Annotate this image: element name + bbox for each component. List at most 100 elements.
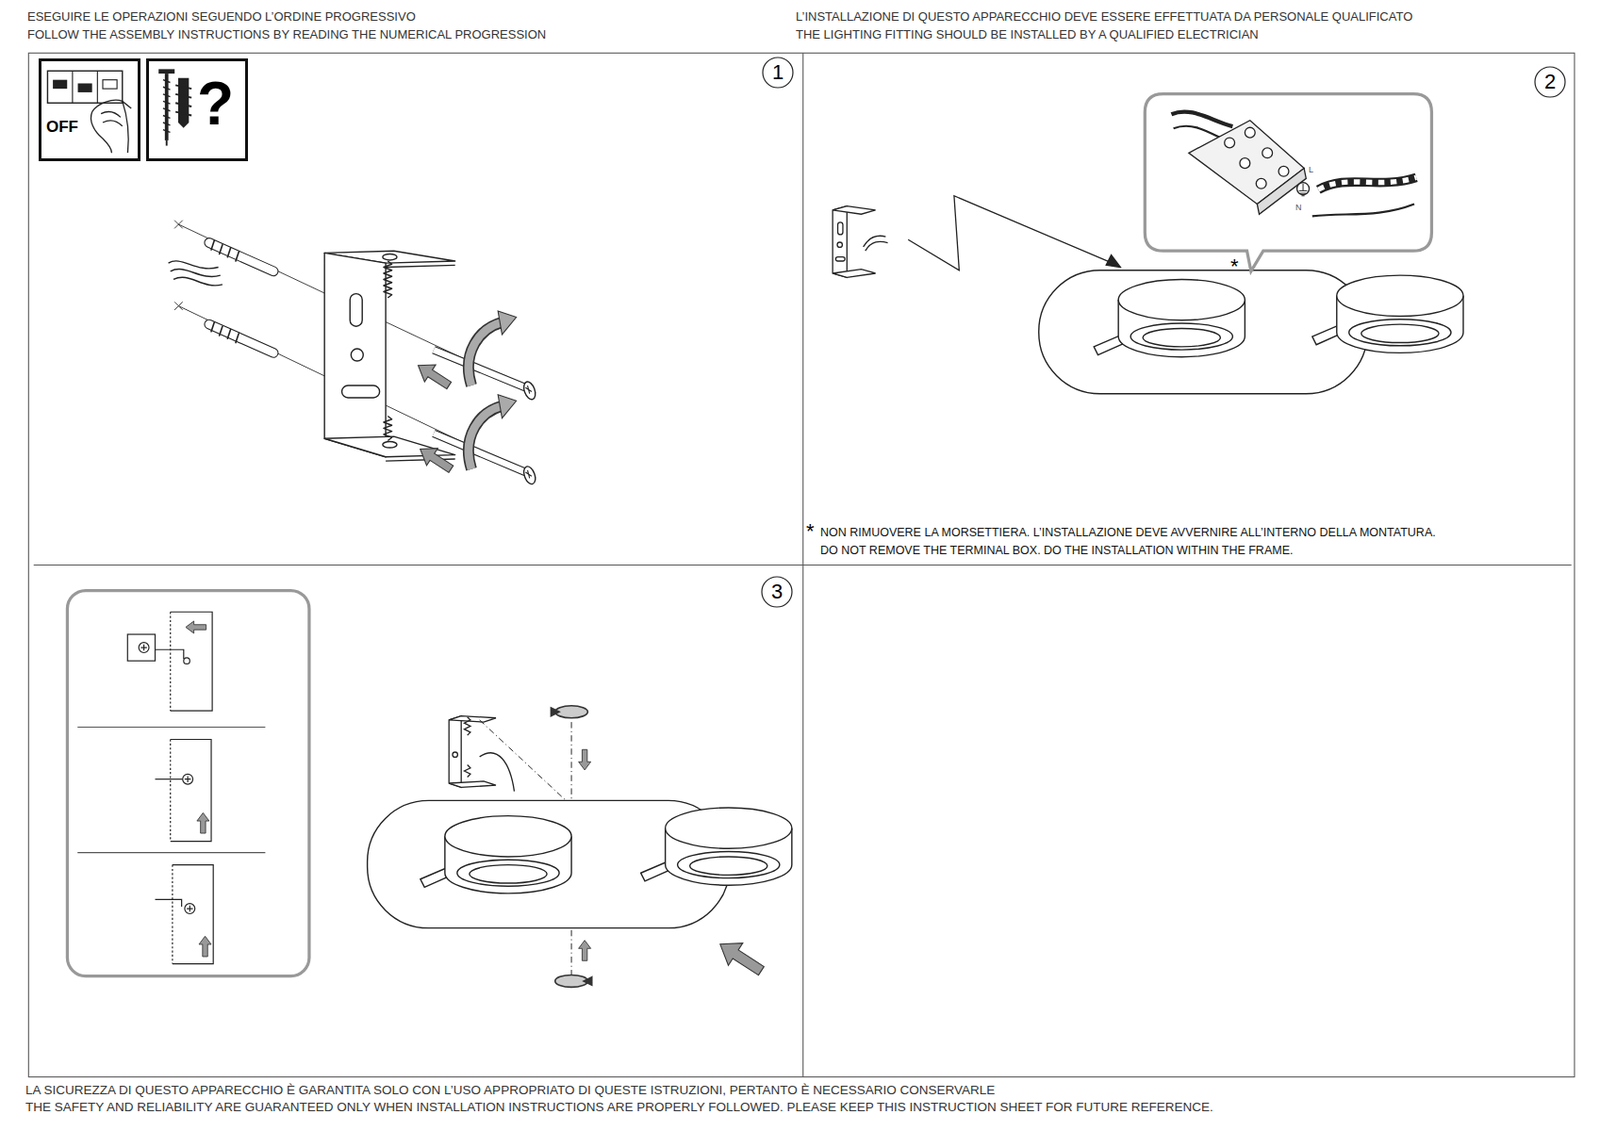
lamp-body xyxy=(1039,270,1368,395)
icon-art xyxy=(165,140,168,147)
detail-inset xyxy=(77,726,265,728)
rotation-arrow xyxy=(468,322,503,386)
sheet-frame xyxy=(33,564,1572,566)
mounting-bracket xyxy=(350,348,363,362)
direction-arrow xyxy=(412,357,455,395)
terminal-block xyxy=(1262,148,1273,159)
wall-plug xyxy=(209,243,274,272)
footnote-asterisk: * xyxy=(806,519,815,545)
mains-wire xyxy=(170,269,221,278)
mains-wire xyxy=(168,261,223,286)
rotation-symbol xyxy=(550,708,560,717)
mounting-bracket xyxy=(383,261,393,298)
inset-step xyxy=(155,649,184,660)
lamp-body xyxy=(457,859,560,887)
callout-bubble xyxy=(1144,94,1432,272)
terminal-block xyxy=(1312,203,1415,216)
lamp-body xyxy=(1118,279,1245,320)
rotation-symbol xyxy=(550,706,592,989)
inset-step xyxy=(182,774,194,785)
callout-bubble xyxy=(1144,94,1432,272)
icon-art xyxy=(102,80,117,89)
icon-art xyxy=(90,99,132,153)
footer-note: LA SICUREZZA DI QUESTO APPARECCHIO È GAR… xyxy=(25,1083,995,1099)
mounting-bracket xyxy=(385,264,456,267)
fixings-icon: ? xyxy=(146,58,248,162)
step-label: 3 xyxy=(771,581,783,603)
rotation-arrow xyxy=(468,406,503,470)
inset-step xyxy=(186,906,193,912)
fixing-screw xyxy=(525,470,531,479)
header-note: THE LIGHTING FITTING SHOULD BE INSTALLED… xyxy=(795,27,1259,43)
mounting-bracket xyxy=(342,385,380,398)
icon-art xyxy=(158,68,175,74)
inset-step xyxy=(140,644,147,651)
terminal-block xyxy=(1318,177,1417,190)
header-note: L’INSTALLAZIONE DI QUESTO APPARECCHIO DE… xyxy=(795,9,1413,25)
icon-art xyxy=(47,70,122,103)
small-bracket xyxy=(863,235,889,251)
axis-line xyxy=(571,930,573,978)
fixing-screw xyxy=(525,385,531,395)
zigzag-pointer xyxy=(907,196,1121,271)
axis-line xyxy=(479,720,572,807)
zigzag-pointer xyxy=(907,196,1112,271)
inset-step xyxy=(184,904,196,915)
icon-art xyxy=(97,70,99,103)
direction-arrow xyxy=(412,357,458,479)
inset-step xyxy=(172,865,214,965)
footnote-text: NON RIMUOVERE LA MORSETTIERA. L’INSTALLA… xyxy=(820,526,1436,541)
icon-art xyxy=(71,70,73,103)
mounting-bracket xyxy=(382,442,397,448)
small-bracket xyxy=(837,242,842,248)
lamp-body xyxy=(1130,323,1233,350)
power-off-icon: OFF xyxy=(38,58,141,162)
header-note: ESEGUIRE LE OPERAZIONI SEGUENDO L’ORDINE… xyxy=(27,9,416,25)
wall-plug xyxy=(209,324,274,353)
mounting-bracket xyxy=(382,253,397,260)
axis-line xyxy=(571,722,573,807)
inset-step xyxy=(155,899,182,908)
detail-inset xyxy=(66,591,309,977)
small-bracket xyxy=(832,206,875,215)
icon-art xyxy=(163,80,171,133)
detail-inset xyxy=(77,852,265,854)
lamp-body xyxy=(1361,324,1439,343)
rotation-arrow xyxy=(468,322,503,386)
wall-plug xyxy=(209,324,274,353)
icon-label: ? xyxy=(197,73,234,134)
wall-plug xyxy=(211,322,239,344)
lamp-body xyxy=(1349,319,1452,347)
step-number: 2 xyxy=(1534,65,1567,99)
lamp-body xyxy=(367,800,792,928)
wall-plug xyxy=(211,240,239,262)
fixing-screw xyxy=(521,379,538,401)
rotation-symbol xyxy=(583,977,593,987)
step-circle xyxy=(762,57,793,88)
inset-arrow xyxy=(197,812,210,834)
inset-step xyxy=(155,778,183,780)
leader-line xyxy=(174,220,536,479)
terminal-block xyxy=(1171,112,1417,217)
terminal-block xyxy=(1278,165,1289,177)
detail-inset xyxy=(66,591,309,977)
inset-step xyxy=(171,865,173,965)
mounting-bracket xyxy=(324,252,386,457)
inset-step xyxy=(127,634,155,661)
terminal-block xyxy=(1171,112,1233,128)
inset-step xyxy=(169,611,171,711)
rotation-arrow xyxy=(497,311,516,335)
step-number: 1 xyxy=(761,56,794,89)
lamp-body xyxy=(1336,275,1464,316)
small-bracket xyxy=(448,716,462,789)
inset-step xyxy=(183,658,190,664)
small-bracket xyxy=(832,206,847,279)
callout-asterisk: * xyxy=(1230,254,1239,280)
icon-art xyxy=(38,58,135,156)
inset-arrow xyxy=(185,621,212,957)
fixing-screw xyxy=(521,464,538,486)
lamp-body xyxy=(469,865,547,884)
lamp-body xyxy=(1142,328,1221,347)
step-circle xyxy=(1534,66,1566,98)
